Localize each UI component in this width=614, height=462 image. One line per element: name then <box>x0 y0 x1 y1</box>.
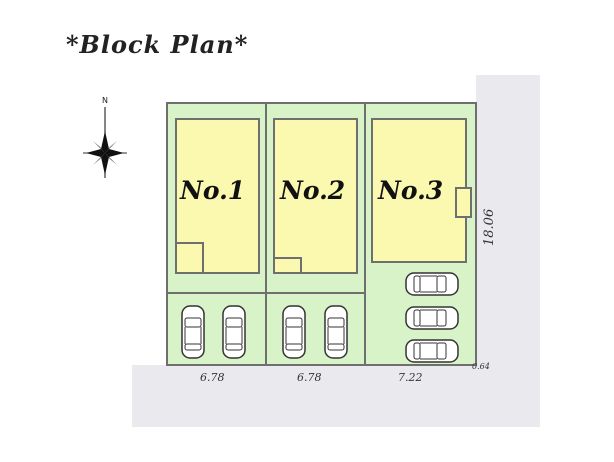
car-icon <box>405 339 459 363</box>
lot-2-frontage: 6.78 <box>297 371 322 384</box>
house-3-bay <box>455 187 472 218</box>
lot-2-label: No.2 <box>280 176 346 205</box>
car-icon <box>405 306 459 330</box>
lot-3-label: No.3 <box>378 176 444 205</box>
page-title: *Block Plan* <box>66 30 249 59</box>
lot-1-step-box-side <box>202 242 204 274</box>
lot-1-label: No.1 <box>180 176 246 205</box>
car-icon <box>222 305 246 359</box>
north-label: N <box>102 96 108 105</box>
lot-2-step-box-side <box>300 257 302 274</box>
side-dimension: 18.06 <box>482 208 497 246</box>
car-icon <box>405 272 459 296</box>
car-icon <box>282 305 306 359</box>
lot-3-frontage: 7.22 <box>398 371 423 384</box>
corner-dimension: 0.64 <box>472 362 490 371</box>
lot-1-parking-line <box>168 292 265 294</box>
house-3 <box>371 118 467 263</box>
car-icon <box>181 305 205 359</box>
lot-2-step-box <box>273 257 301 259</box>
house-2 <box>273 118 358 274</box>
lot-2-parking-line <box>267 292 364 294</box>
lot-1-step-box <box>175 242 203 244</box>
compass-rose-icon: N <box>83 96 127 178</box>
house-1 <box>175 118 260 274</box>
lot-1-frontage: 6.78 <box>200 371 225 384</box>
car-icon <box>324 305 348 359</box>
road-south <box>132 365 540 427</box>
